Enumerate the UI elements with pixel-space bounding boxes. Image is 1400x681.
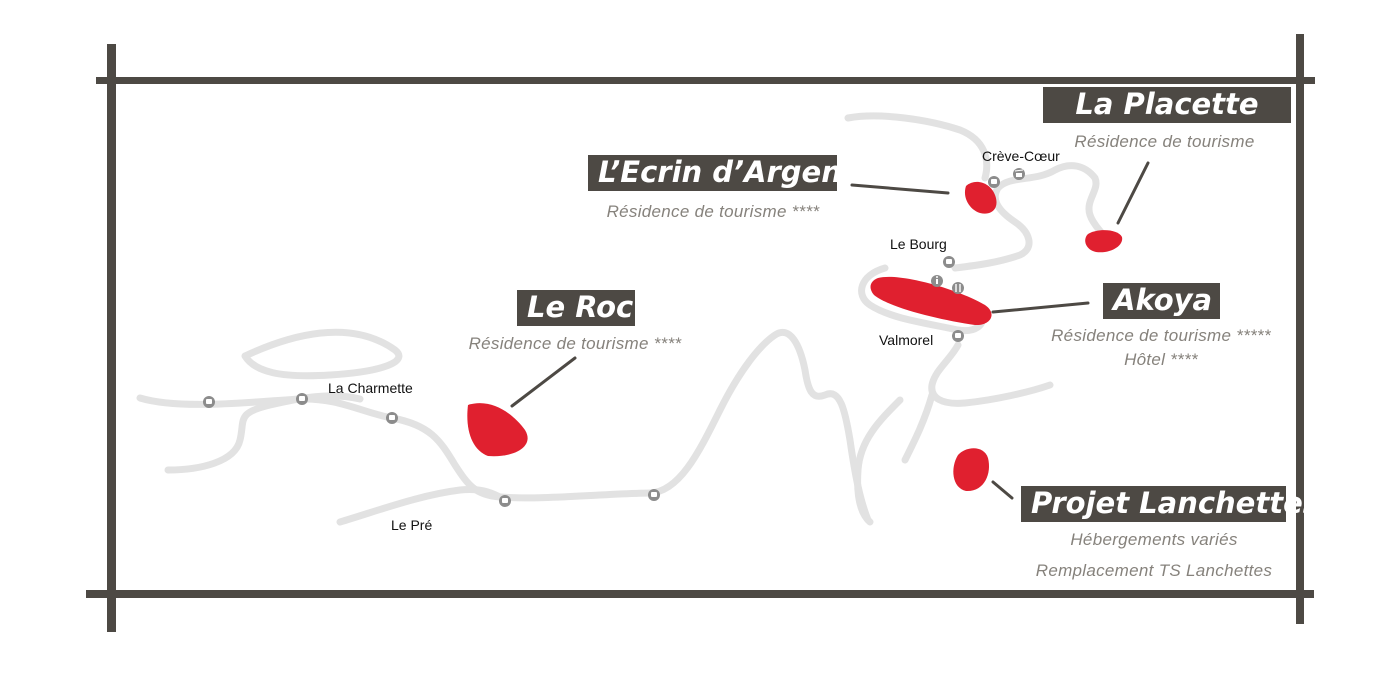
frame-left-bar — [107, 44, 116, 632]
place-creve-coeur: Crève-Cœur — [982, 148, 1060, 164]
bus-stop-icon — [296, 393, 308, 405]
road-east-valley — [854, 396, 904, 526]
site-title-la-placette: La Placette — [1043, 87, 1291, 124]
site-subtitle-le-roc: Résidence de tourisme **** — [468, 334, 682, 353]
bus-stop-icon — [499, 495, 511, 507]
leader-akoya — [991, 301, 1090, 314]
road-west — [136, 329, 872, 524]
site-subtitle-akoya-line2: Hôtel **** — [1124, 350, 1198, 369]
site-le-roc — [467, 403, 528, 457]
road-north-loop — [844, 112, 991, 182]
place-le-bourg: Le Bourg — [890, 236, 947, 252]
site-title-lanchettes: Projet Lanchettes — [1021, 486, 1320, 523]
leader-lines — [510, 161, 1150, 500]
leader-lanchettes — [991, 480, 1014, 500]
site-la-placette — [1085, 230, 1123, 253]
site-title-akoya: Akoya — [1103, 283, 1220, 320]
bus-stop-icon — [203, 396, 215, 408]
bus-stop-icon — [943, 256, 955, 268]
site-ecrin — [964, 181, 997, 214]
leader-le-roc — [510, 356, 577, 408]
site-subtitle-la-placette: Résidence de tourisme — [1074, 132, 1255, 151]
frame-bottom-bar — [86, 590, 1314, 598]
bus-stop-icon — [988, 176, 1000, 188]
road-valmorel-south — [928, 341, 1054, 407]
road-bourg — [951, 162, 1107, 272]
site-subtitle-akoya-line1: Résidence de tourisme ***** — [1051, 326, 1271, 345]
map-icons — [203, 168, 1025, 507]
info-icon — [931, 275, 943, 287]
restaurant-icon — [952, 282, 964, 294]
leader-la-placette — [1116, 161, 1150, 225]
gondola-icon — [1013, 168, 1025, 180]
site-title-ecrin: L’Ecrin d’Argent — [588, 155, 856, 192]
site-subtitle-ecrin: Résidence de tourisme **** — [606, 202, 820, 221]
site-subtitle-lanchettes-line2: Remplacement TS Lanchettes — [1035, 561, 1273, 580]
place-la-charmette: La Charmette — [328, 380, 413, 396]
site-subtitle-lanchettes-line1: Hébergements variés — [1070, 530, 1238, 549]
road-west-loop — [241, 328, 403, 380]
site-title-le-roc: Le Roc — [517, 290, 635, 327]
leader-ecrin — [850, 183, 950, 195]
bus-stop-icon — [648, 489, 660, 501]
site-lanchettes — [953, 448, 990, 492]
frame-top-bar — [96, 77, 1315, 84]
place-valmorel: Valmorel — [879, 332, 934, 348]
map-frame — [86, 34, 1315, 632]
road-southwest — [164, 392, 364, 474]
site-akoya — [870, 276, 992, 326]
road-le-pre — [336, 486, 504, 526]
bus-stop-icon — [386, 412, 398, 424]
place-le-pre: Le Pré — [391, 517, 433, 533]
frame-right-bar — [1296, 34, 1304, 624]
bus-stop-icon — [952, 330, 964, 342]
residence-sites — [467, 181, 1123, 492]
road-valmorel-loop — [858, 264, 986, 335]
road-east-branch — [901, 391, 936, 464]
road-network — [136, 112, 1107, 526]
